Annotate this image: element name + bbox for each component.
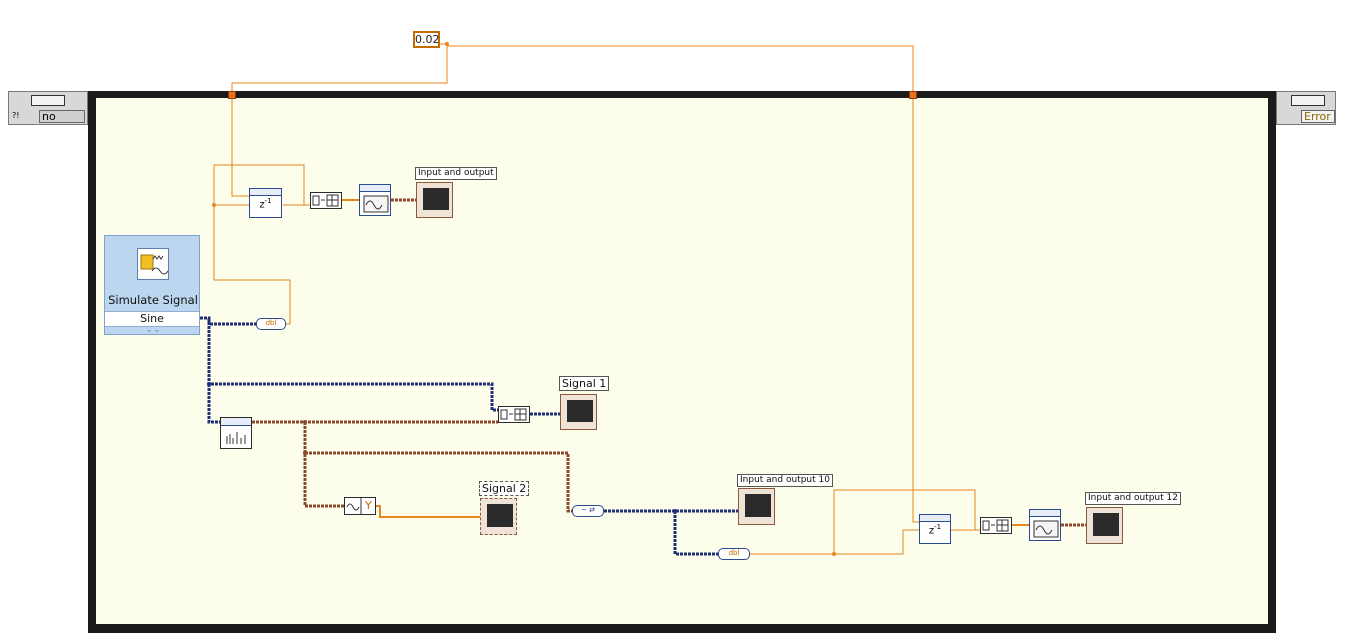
wire-junction xyxy=(303,420,307,424)
y-component-label: Y xyxy=(365,499,372,512)
waveform-graph-indicator[interactable] xyxy=(1086,507,1123,544)
delay-z-label: z xyxy=(259,199,265,211)
waveform-build-node[interactable] xyxy=(359,184,391,216)
feedback-delay-node[interactable]: z-1 xyxy=(919,514,951,544)
build-array-node[interactable] xyxy=(980,517,1012,534)
dynamic-wire xyxy=(673,511,718,556)
waveform-graph-indicator[interactable] xyxy=(480,498,517,535)
numeric-constant[interactable]: 0.02 xyxy=(413,31,440,48)
dt-wire-left xyxy=(231,98,249,197)
wire-junction xyxy=(673,509,677,513)
delay-exponent: -1 xyxy=(934,523,942,531)
indicator-label: Signal 1 xyxy=(559,376,610,391)
constant-wire xyxy=(231,46,448,95)
indicator-label: Input and output xyxy=(415,167,497,180)
right-tab-value[interactable]: Error xyxy=(1301,110,1335,123)
to-dbl-conversion[interactable]: dbl xyxy=(256,318,286,330)
waveform-wire xyxy=(305,451,572,513)
indicator-label: Input and output 12 xyxy=(1085,492,1181,505)
waveform-graph-indicator[interactable] xyxy=(416,182,453,218)
wire-junction xyxy=(303,451,307,455)
loop-config-icon xyxy=(1291,95,1325,106)
delay-exponent: -1 xyxy=(264,197,272,205)
loop-tunnel-right[interactable] xyxy=(909,91,917,99)
dynamic-wire xyxy=(207,318,498,412)
waveform-graph-indicator[interactable] xyxy=(738,488,775,525)
dt-wire-right xyxy=(912,98,919,523)
indicator-label: Input and output 10 xyxy=(737,474,833,487)
get-waveform-component-node[interactable]: Y xyxy=(344,497,376,515)
waveform-build-node[interactable] xyxy=(1029,509,1061,541)
to-dbl-conversion[interactable]: dbl xyxy=(718,548,750,560)
wire-junction xyxy=(832,552,836,556)
dbl-label: dbl xyxy=(728,549,740,557)
waveform-wire xyxy=(303,422,344,508)
numeric-wire xyxy=(376,505,480,518)
loop-left-tab[interactable]: ?! no xyxy=(8,91,88,125)
feedback-wire xyxy=(213,205,291,325)
wire-junction xyxy=(445,42,449,46)
loop-tunnel-left[interactable] xyxy=(228,91,236,99)
build-array-node[interactable] xyxy=(498,406,530,423)
wire-junction xyxy=(212,203,216,207)
constant-wire xyxy=(440,43,914,95)
waveform-graph-indicator[interactable] xyxy=(560,394,597,430)
numeric-wire xyxy=(834,529,919,555)
expand-chevron-icon[interactable]: ⌄⌄ xyxy=(145,325,161,335)
loop-config-icon xyxy=(31,95,65,106)
left-tab-prefix: ?! xyxy=(12,111,20,120)
signal-type-selector[interactable]: Sine xyxy=(105,311,199,327)
simulate-signal-icon xyxy=(137,248,169,280)
dynamic-wire xyxy=(207,384,220,424)
dbl-label: dbl xyxy=(265,319,277,327)
split-signals-node[interactable] xyxy=(220,417,252,449)
build-array-node[interactable] xyxy=(310,192,342,209)
simulate-signal-vi[interactable]: Simulate Signal Sine ⌄⌄ xyxy=(104,235,200,335)
delay-z-label: z xyxy=(928,525,935,537)
wire-junction xyxy=(207,382,211,386)
to-dynamic-data-conversion[interactable]: ~ ⇄ xyxy=(572,505,604,517)
timed-loop-body xyxy=(96,98,1268,624)
feedback-delay-node[interactable]: z-1 xyxy=(249,188,282,218)
indicator-label: Signal 2 xyxy=(479,481,530,496)
loop-right-tab[interactable]: Error xyxy=(1276,91,1336,125)
left-tab-value[interactable]: no xyxy=(39,110,85,123)
simulate-signal-title: Simulate Signal xyxy=(108,293,198,307)
